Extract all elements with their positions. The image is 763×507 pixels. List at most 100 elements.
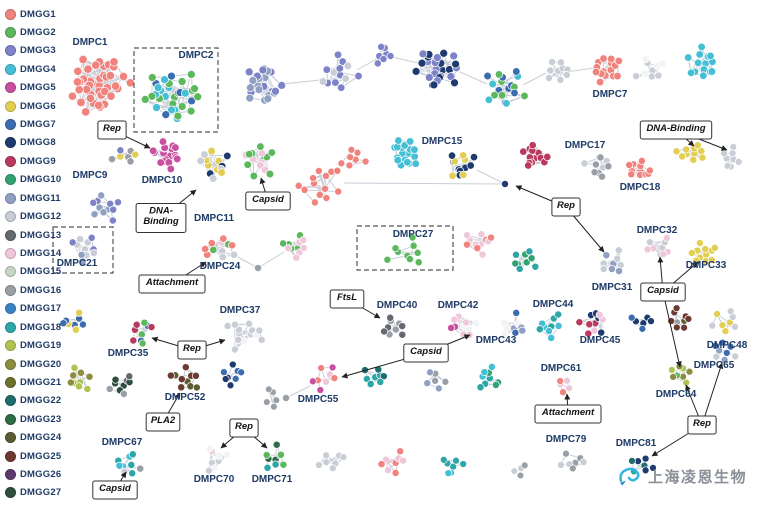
network-node <box>557 461 565 469</box>
network-node <box>662 234 671 242</box>
network-node <box>399 456 407 465</box>
legend-label: DMGG21 <box>20 376 62 388</box>
network-node <box>345 161 354 170</box>
network-node <box>322 65 331 74</box>
annotation-capsid: Capsid <box>640 282 686 302</box>
network-node <box>450 78 459 88</box>
network-node <box>255 326 264 335</box>
network-node <box>177 77 187 86</box>
network-node <box>229 250 239 259</box>
network-node <box>734 158 743 166</box>
network-node <box>91 60 101 70</box>
network-node <box>166 164 175 174</box>
cluster <box>318 50 363 92</box>
network-node <box>347 145 356 154</box>
network-node <box>728 149 737 158</box>
network-node <box>408 233 417 242</box>
network-node <box>386 52 395 60</box>
network-node <box>78 55 88 65</box>
network-node <box>518 326 527 335</box>
network-node <box>277 81 287 90</box>
dashed-boxes <box>52 47 454 274</box>
network-node <box>409 241 418 250</box>
legend-color-dot <box>5 284 16 296</box>
annotation-capsid: Capsid <box>245 191 291 211</box>
cluster-dmpc21 <box>68 233 98 266</box>
network-node <box>710 243 719 252</box>
annotation-ftsl: FtsL <box>329 289 365 309</box>
network-node <box>494 70 504 79</box>
network-node <box>257 335 266 344</box>
network-node <box>75 308 84 317</box>
network-node <box>66 378 75 387</box>
network-node <box>243 160 252 169</box>
network-node <box>604 162 613 171</box>
legend-label: DMGG6 <box>20 100 56 112</box>
network-node <box>94 100 104 110</box>
network-node <box>638 324 647 333</box>
network-node <box>641 55 650 64</box>
legend-item-dmgg15: DMGG15 <box>5 266 61 278</box>
network-node <box>140 318 149 327</box>
cluster-label-dmpc7: DMPC7 <box>592 89 627 100</box>
cluster-label-dmpc64: DMPC64 <box>656 389 697 400</box>
cluster-dmpc33 <box>687 239 719 265</box>
network-node <box>384 466 393 475</box>
network-node <box>316 386 325 394</box>
cluster-dmpc24 <box>201 234 239 262</box>
network-node <box>234 335 243 344</box>
legend-color-dot <box>5 340 16 352</box>
cluster-label-dmpc18: DMPC18 <box>620 182 661 193</box>
network-node <box>153 83 163 92</box>
cluster-dmpc48 <box>708 307 739 335</box>
legend-item-dmgg4: DMGG4 <box>5 63 61 75</box>
network-node <box>403 158 412 167</box>
network-node <box>329 68 338 77</box>
network-node <box>613 254 622 263</box>
network-node <box>207 146 216 156</box>
svg-text:Capsid: Capsid <box>410 346 442 357</box>
legend-label: DMGG7 <box>20 119 56 131</box>
network-node <box>128 450 137 459</box>
network-node <box>74 382 83 391</box>
network-node <box>439 455 448 464</box>
network-node <box>645 166 654 175</box>
network-node <box>272 396 281 404</box>
legend-color-dot <box>5 487 16 499</box>
network-node <box>89 249 98 258</box>
network-node <box>73 66 83 76</box>
legend-label: DMGG11 <box>20 192 61 204</box>
network-node <box>177 383 186 392</box>
network-node <box>76 368 85 377</box>
legend-label: DMGG15 <box>20 266 62 278</box>
cluster-dmpc45 <box>575 309 607 338</box>
network-node <box>613 71 622 81</box>
legend-item-dmgg19: DMGG19 <box>5 340 61 352</box>
network-node <box>111 375 120 384</box>
legend-label: DMGG10 <box>20 174 62 186</box>
cluster-label-dmpc15: DMPC15 <box>422 136 463 147</box>
network-node <box>118 71 129 82</box>
cluster <box>59 308 87 334</box>
legend-label: DMGG17 <box>20 303 62 315</box>
network-node <box>689 155 698 164</box>
legend-label: DMGG13 <box>20 229 62 241</box>
network-node <box>209 245 218 254</box>
network-node <box>450 315 459 324</box>
legend-label: DMGG25 <box>20 450 62 462</box>
cluster <box>244 64 287 105</box>
cluster-label-dmpc61: DMPC61 <box>541 363 582 374</box>
network-node <box>686 68 696 77</box>
network-node <box>248 76 258 85</box>
network-node <box>476 383 485 392</box>
network-node <box>376 377 385 386</box>
network-node <box>328 363 337 372</box>
legend-label: DMGG18 <box>20 321 62 333</box>
network-node <box>263 398 271 406</box>
network-node <box>228 241 237 250</box>
network-node <box>177 102 187 111</box>
network-node <box>128 469 137 478</box>
legend-label: DMGG8 <box>20 137 56 149</box>
network-node <box>431 376 439 385</box>
network-node <box>595 77 605 87</box>
